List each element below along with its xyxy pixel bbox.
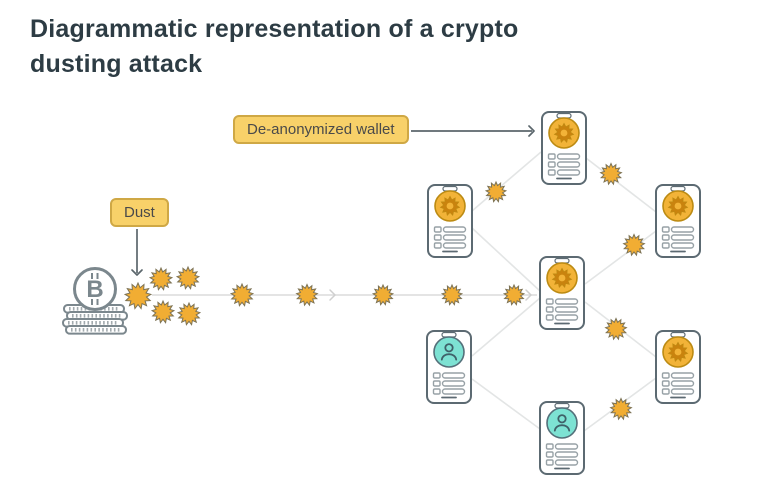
list-bullet: [661, 388, 670, 395]
user-icon: [557, 414, 567, 424]
bitcoin-symbol: B: [86, 276, 103, 303]
deanonymized-wallet-label: De-anonymized wallet: [233, 115, 409, 144]
gear-icon: [560, 129, 568, 137]
list-bar: [670, 242, 695, 249]
gear-icon: [674, 202, 682, 210]
page-title: Diagrammatic representation of a crypto …: [30, 15, 519, 78]
connection-line: [471, 227, 541, 292]
list-bullet: [545, 451, 554, 458]
gear-icon: [674, 348, 682, 356]
list-bullet: [545, 459, 554, 466]
list-bullet: [661, 242, 670, 249]
list-bar: [442, 242, 467, 249]
list-bar: [554, 451, 579, 458]
gear-icon: [446, 202, 454, 210]
list-bar: [554, 314, 579, 321]
dust-particle-icon: [502, 283, 526, 306]
list-bar: [670, 388, 695, 395]
list-bar: [441, 372, 466, 379]
list-bullet: [547, 161, 556, 168]
wallet-phone-upper-middle: [427, 184, 473, 258]
list-bar: [442, 226, 467, 233]
list-bullet: [547, 153, 556, 160]
dust-particle-icon: [148, 266, 174, 291]
list-bullet: [661, 372, 670, 379]
list-bullet: [545, 298, 554, 305]
user-wallet-phone-left: [426, 330, 472, 404]
dust-particle-icon: [622, 233, 646, 257]
dust-particle-icon: [176, 301, 202, 326]
dust-label: Dust: [110, 198, 169, 227]
list-bullet: [545, 314, 554, 321]
connection-line: [471, 151, 542, 212]
list-bullet: [661, 380, 670, 387]
user-icon: [444, 343, 454, 353]
list-bullet: [432, 380, 441, 387]
list-bar: [556, 161, 581, 168]
user-wallet-phone-bottom: [539, 401, 585, 475]
dust-particle-icon: [609, 397, 633, 421]
dust-particle-icon: [150, 299, 176, 324]
list-bar: [441, 380, 466, 387]
list-bar: [554, 443, 579, 450]
dust-particle-icon: [484, 180, 508, 203]
list-bullet: [433, 226, 442, 233]
connection-line: [585, 157, 657, 213]
list-bullet: [432, 388, 441, 395]
bitcoin-coin-stack-icon: B: [62, 267, 128, 335]
wallet-phone-right-bottom: [655, 330, 701, 404]
list-bullet: [545, 443, 554, 450]
list-bullet: [661, 234, 670, 241]
connection-line: [471, 297, 541, 357]
list-bullet: [433, 242, 442, 249]
dust-particle-icon: [295, 283, 319, 307]
list-bar: [670, 226, 695, 233]
arrow-icon: [131, 269, 143, 276]
dust-particle-icon: [175, 265, 201, 290]
dust-particle-icon: [599, 162, 623, 186]
list-bar: [670, 372, 695, 379]
list-bar: [670, 380, 695, 387]
user-icon: [553, 424, 571, 432]
dust-particle-icon: [371, 283, 395, 306]
user-icon: [440, 353, 458, 361]
list-bullet: [547, 169, 556, 176]
dust-particle-icon: [123, 281, 153, 310]
list-bar: [442, 234, 467, 241]
arrow-icon: [528, 125, 535, 137]
list-bullet: [545, 306, 554, 313]
wallet-phone-middle: [539, 256, 585, 330]
wallet-phone-right-top: [655, 184, 701, 258]
trail-arrowhead-icon: [525, 289, 532, 301]
dust-particle-icon: [604, 317, 628, 341]
dust-particle-icon: [440, 283, 464, 306]
connection-line: [584, 230, 657, 285]
list-bar: [441, 388, 466, 395]
dust-particle-icon: [229, 282, 255, 307]
list-bar: [556, 153, 581, 160]
list-bar: [556, 169, 581, 176]
list-bullet: [661, 226, 670, 233]
list-bar: [554, 459, 579, 466]
connection-line: [471, 378, 541, 430]
trail-arrowhead-icon: [329, 289, 336, 301]
deanonymized-wallet-phone: [541, 111, 587, 185]
list-bullet: [433, 234, 442, 241]
list-bar: [670, 234, 695, 241]
gear-icon: [558, 274, 566, 282]
list-bar: [554, 306, 579, 313]
list-bullet: [432, 372, 441, 379]
list-bar: [554, 298, 579, 305]
